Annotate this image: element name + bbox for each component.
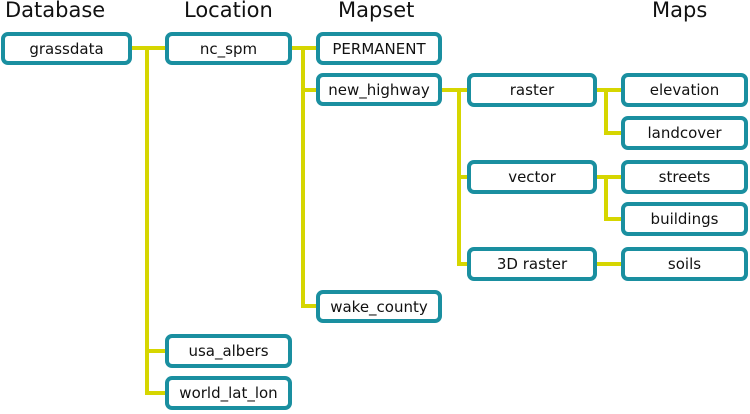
node-landcover: landcover xyxy=(621,116,748,150)
node-usa-albers: usa_albers xyxy=(165,334,292,368)
node-buildings: buildings xyxy=(621,202,748,236)
header-mapset: Mapset xyxy=(338,0,415,22)
node-vector: vector xyxy=(467,160,597,194)
node-3d-raster: 3D raster xyxy=(467,247,597,281)
node-permanent: PERMANENT xyxy=(316,32,442,65)
header-location: Location xyxy=(184,0,273,22)
node-streets: streets xyxy=(621,160,748,194)
node-new-highway: new_highway xyxy=(316,73,442,106)
header-database: Database xyxy=(5,0,106,22)
node-elevation: elevation xyxy=(621,73,748,107)
node-wake-county: wake_county xyxy=(316,290,442,323)
node-nc-spm: nc_spm xyxy=(165,32,292,65)
node-world-lat-lon: world_lat_lon xyxy=(165,376,292,410)
header-maps: Maps xyxy=(652,0,708,22)
node-grassdata: grassdata xyxy=(1,32,132,65)
node-soils: soils xyxy=(621,247,748,281)
node-raster: raster xyxy=(467,73,597,107)
